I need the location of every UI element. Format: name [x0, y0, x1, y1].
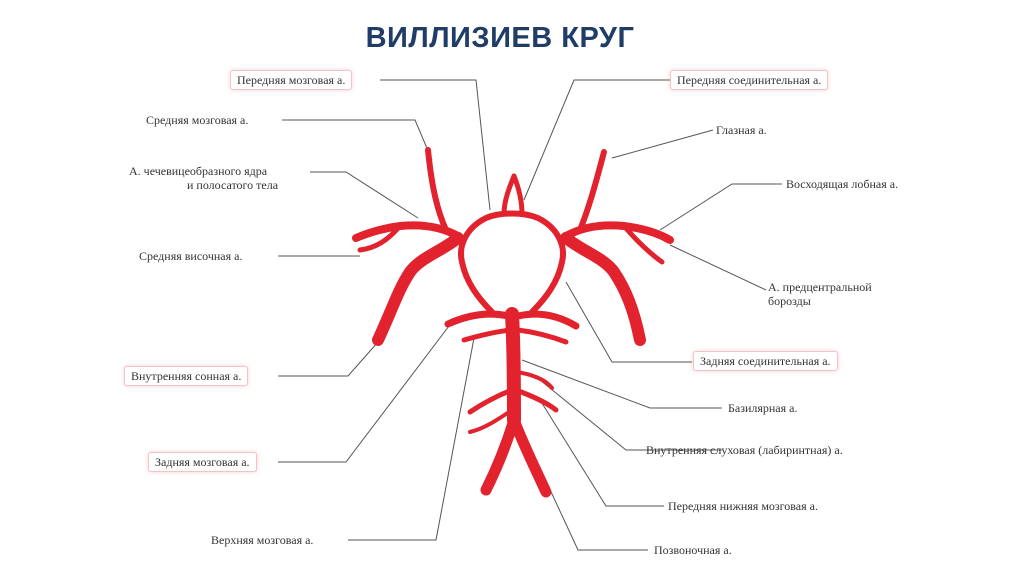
- label-anterior-inferior-cerebellar: Передняя нижняя мозговая а.: [668, 499, 818, 513]
- leader-ophthalmic: [611, 129, 714, 159]
- aica-right: [513, 387, 559, 413]
- vertebral-left: [480, 414, 520, 496]
- vertebral-right: [508, 414, 552, 498]
- leader-labyrinthine: [539, 379, 722, 451]
- posterior-cerebral-left: [444, 310, 512, 328]
- label-posterior-communicating: Задняя соединительная а.: [694, 352, 837, 370]
- lenticulostriate-left: [425, 147, 449, 233]
- posterior-cerebral-right: [514, 310, 580, 330]
- internal-carotid-left: [372, 232, 464, 346]
- leader-anterior-inferior-cerebellar: [539, 399, 664, 507]
- leader-internal-carotid: [278, 341, 379, 377]
- leader-ascending-frontal: [659, 183, 782, 231]
- leader-lines: [278, 79, 782, 551]
- leader-middle-cerebral: [282, 119, 433, 161]
- label-internal-carotid: Внутренняя сонная а.: [125, 367, 248, 385]
- label-ascending-frontal: Восходящая лобная а.: [786, 177, 899, 191]
- label-labyrinthine: Внутренняя слуховая (лабиринтная) а.: [646, 443, 843, 457]
- label-vertebral: Позвоночная а.: [654, 543, 732, 557]
- label-middle-cerebral: Средняя мозговая а.: [146, 113, 249, 127]
- small-branch-left: [468, 408, 514, 434]
- label-middle-temporal: Средняя височная а.: [139, 249, 243, 263]
- leader-posterior-communicating: [565, 281, 692, 363]
- internal-carotid-right: [560, 232, 646, 346]
- leader-anterior-communicating: [523, 79, 670, 201]
- label-precentral-1: А. предцентральной: [768, 280, 872, 294]
- leader-precentral: [669, 244, 767, 291]
- aica-left: [467, 387, 515, 415]
- anterior-cerebral-artery-right: [511, 173, 525, 217]
- label-ophthalmic: Глазная а.: [716, 123, 767, 137]
- label-lenticulostriate-2: и полосатого тела: [187, 178, 279, 192]
- arteries: [352, 147, 674, 498]
- label-lenticulostriate-1: А. чечевицеобразного ядра: [129, 164, 268, 178]
- arterial-ring: [458, 210, 566, 315]
- leader-vertebral: [539, 467, 648, 551]
- label-basilar: Базилярная а.: [728, 401, 798, 415]
- leader-basilar: [521, 359, 722, 409]
- label-precentral-2: борозды: [768, 294, 811, 308]
- page-title: ВИЛЛИЗИЕВ КРУГ: [365, 22, 635, 54]
- ophthalmic-right: [577, 149, 607, 233]
- superior-cerebellar-right: [515, 327, 569, 345]
- middle-cerebral-right-branch: [621, 223, 665, 265]
- leader-lenticulostriate: [310, 171, 419, 219]
- anterior-cerebral-artery-left: [501, 173, 517, 217]
- labyrinthine-right: [514, 370, 554, 390]
- superior-cerebellar-left: [461, 327, 513, 343]
- leader-superior-cerebellar: [348, 337, 475, 541]
- leader-anterior-cerebral: [380, 79, 491, 211]
- label-anterior-cerebral: Передняя мозговая а.: [231, 71, 352, 89]
- label-anterior-communicating: Передняя соединительная а.: [671, 71, 828, 89]
- label-posterior-cerebral: Задняя мозговая а.: [149, 453, 256, 471]
- label-superior-cerebellar: Верхняя мозговая а.: [211, 533, 314, 547]
- middle-cerebral-left-branch: [357, 223, 403, 253]
- leader-posterior-cerebral: [278, 321, 453, 463]
